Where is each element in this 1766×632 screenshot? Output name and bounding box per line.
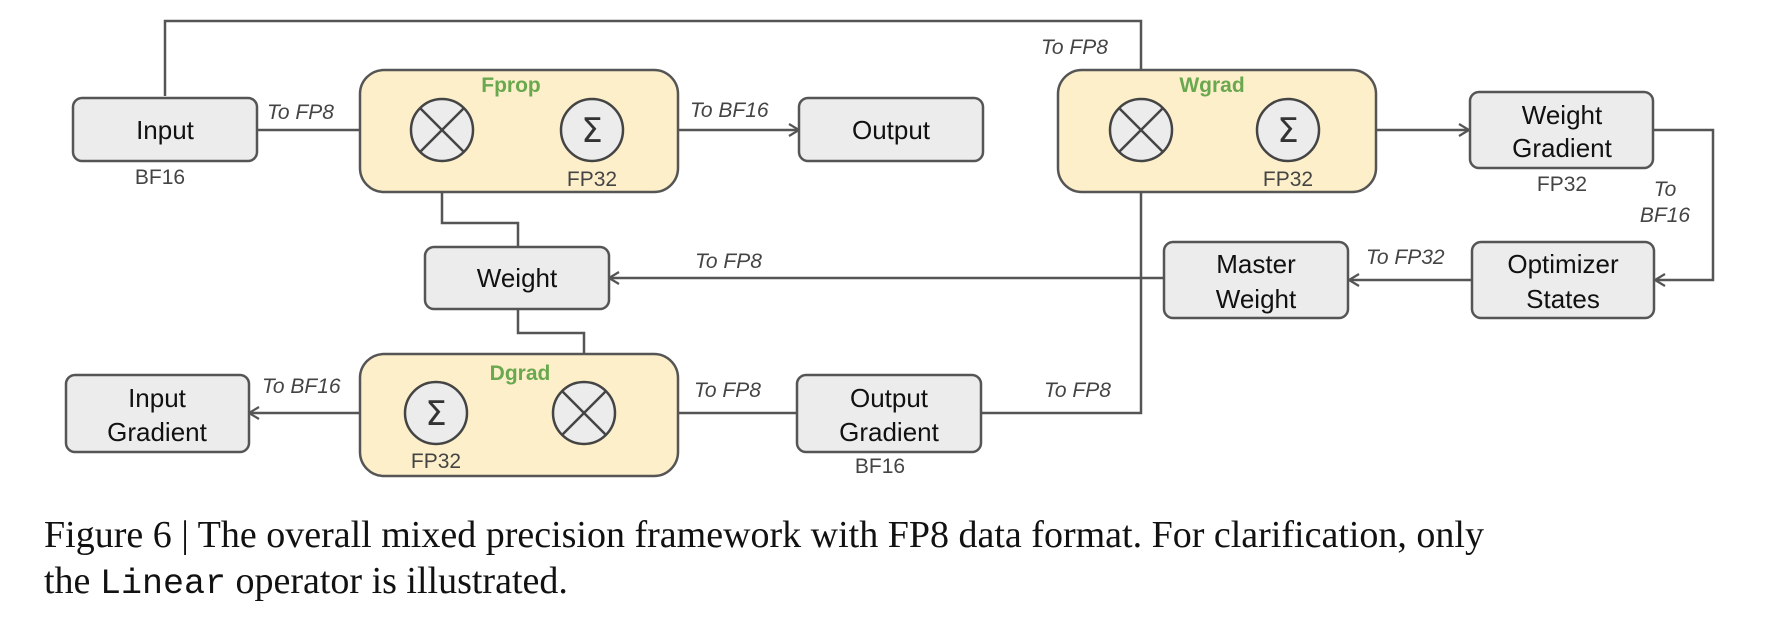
input-node: Input [71,96,259,163]
weight-gradient-precision: FP32 [1537,173,1587,196]
fprop-label: Fprop [481,74,540,97]
output-gradient-label-line2: Gradient [839,417,939,447]
output-node: Output [797,96,985,163]
input-gradient-label-line1: Input [128,383,187,413]
output-gradient-label-line1: Output [850,383,929,413]
edge-label-wgrad-to-optimizer-1: To [1654,178,1677,201]
master-weight-node: Master Weight [1162,240,1350,320]
caption-code-linear: Linear [99,564,226,604]
dgrad-label: Dgrad [490,362,551,385]
output-node-label: Output [852,115,931,145]
weight-gradient-label-line2: Gradient [1512,133,1612,163]
weight-gradient-node: Weight Gradient [1468,90,1655,170]
weight-gradient-label-line1: Weight [1522,100,1603,130]
edge-label-dgrad-to-input-gradient: To BF16 [262,375,341,398]
wgrad-sum-icon: Σ [1255,97,1321,163]
input-gradient-label-line2: Gradient [107,417,207,447]
edge-label-optimizer-to-master: To FP32 [1366,246,1445,269]
edge-output-gradient-to-wgrad [981,164,1143,415]
figure-caption: Figure 6 | The overall mixed precision f… [44,512,1744,607]
edge-input-to-wgrad [163,19,1143,96]
edge-weight-gradient-to-optimizer [1653,128,1715,282]
svg-text:Σ: Σ [425,394,446,434]
weight-node-label: Weight [477,263,558,293]
edge-label-output-gradient-to-dgrad: To FP8 [694,379,761,402]
optimizer-states-label-line2: States [1526,284,1600,314]
edge-label-fprop-to-output: To BF16 [690,99,769,122]
dgrad-sum-icon: Σ [403,380,469,446]
output-gradient-node: Output Gradient [795,373,983,454]
dgrad-group: Dgrad Σ FP32 [358,352,680,478]
wgrad-sum-precision: FP32 [1263,168,1313,191]
edge-label-input-to-wgrad: To FP8 [1041,36,1108,59]
svg-text:Σ: Σ [1277,111,1298,151]
svg-text:Σ: Σ [581,111,602,151]
caption-line-2-post: operator is illustrated. [225,560,568,602]
wgrad-label: Wgrad [1179,74,1244,97]
caption-line-2: the Linear operator is illustrated. [44,558,1744,607]
edge-label-input-to-fprop: To FP8 [267,101,334,124]
edge-label-output-gradient-to-wgrad: To FP8 [1044,379,1111,402]
caption-line-1: Figure 6 | The overall mixed precision f… [44,514,1484,556]
fprop-sum-icon: Σ [559,97,625,163]
fprop-group: Fprop Σ FP32 [358,68,680,194]
input-precision: BF16 [135,166,185,189]
wgrad-group: Wgrad Σ FP32 [1056,68,1378,194]
wgrad-multiply-icon [1108,97,1174,163]
edge-label-wgrad-to-optimizer-2: BF16 [1640,204,1691,227]
optimizer-states-node: Optimizer States [1470,240,1656,320]
master-weight-label-line2: Weight [1216,284,1297,314]
edge-weight-to-fprop [440,164,520,247]
edge-label-master-to-weight: To FP8 [695,250,762,273]
weight-node: Weight [423,245,611,311]
dgrad-multiply-icon [551,380,617,446]
dgrad-sum-precision: FP32 [411,450,461,473]
fprop-sum-precision: FP32 [567,168,617,191]
output-gradient-precision: BF16 [855,455,905,478]
master-weight-label-line1: Master [1216,249,1296,279]
input-node-label: Input [136,115,195,145]
caption-line-2-pre: the [44,560,100,602]
fprop-multiply-icon [409,97,475,163]
input-gradient-node: Input Gradient [64,373,251,454]
optimizer-states-label-line1: Optimizer [1507,249,1619,279]
